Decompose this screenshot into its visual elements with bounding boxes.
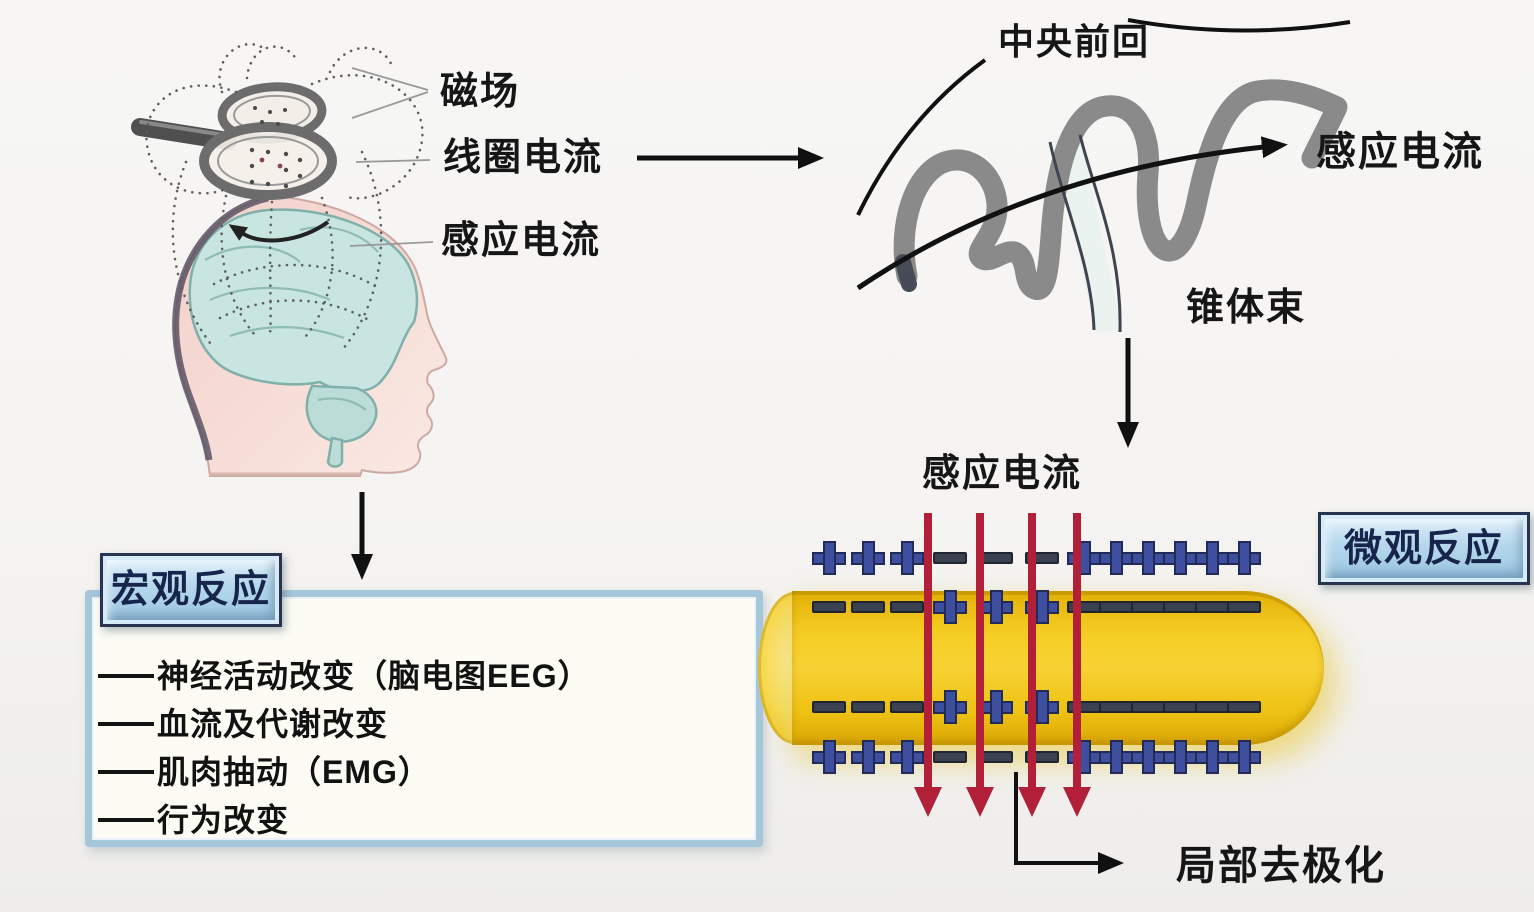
precentral-gyrus-label: 中央前回 bbox=[998, 21, 1151, 62]
plus-charge bbox=[1197, 543, 1227, 573]
minus-charge bbox=[812, 601, 846, 613]
plus-charge bbox=[892, 543, 922, 573]
plus-charge bbox=[853, 742, 883, 772]
plus-charge bbox=[1101, 742, 1131, 772]
macro-item: 肌肉抽动（EMG） bbox=[98, 748, 591, 796]
minus-charge bbox=[812, 701, 846, 713]
plus-charge bbox=[853, 543, 883, 573]
pyramidal-tract-label: 锥体束 bbox=[1186, 287, 1307, 329]
plus-charge bbox=[1027, 592, 1057, 622]
plus-charge bbox=[1197, 742, 1227, 772]
coil-current-label: 线圈电流 bbox=[443, 137, 604, 179]
induced-current-cortex-label: 感应电流 bbox=[1316, 130, 1484, 174]
macro-item: 神经活动改变（脑电图EEG） bbox=[98, 652, 591, 700]
plus-charge bbox=[1133, 742, 1163, 772]
plus-charge bbox=[1133, 543, 1163, 573]
macro-item-label: 神经活动改变（脑电图EEG） bbox=[157, 658, 591, 694]
plus-charge bbox=[1069, 543, 1099, 573]
macro-item-label: 行为改变 bbox=[157, 802, 290, 838]
macro-item: 行为改变 bbox=[98, 796, 591, 844]
minus-charge bbox=[890, 601, 924, 613]
local-depolarization-label: 局部去极化 bbox=[1176, 844, 1386, 888]
minus-charge bbox=[1227, 601, 1261, 613]
micro-response-badge: 微观反应 bbox=[1318, 512, 1530, 585]
plus-charge bbox=[1165, 742, 1195, 772]
minus-charge bbox=[890, 701, 924, 713]
plus-charge bbox=[1069, 742, 1099, 772]
plus-charge bbox=[1229, 543, 1259, 573]
plus-charge bbox=[814, 543, 844, 573]
item-dash bbox=[98, 818, 154, 822]
item-dash bbox=[98, 770, 154, 774]
plus-charge bbox=[1027, 692, 1057, 722]
macro-response-badge: 宏观反应 bbox=[100, 553, 282, 627]
magnetic-field-label: 磁场 bbox=[440, 71, 521, 113]
plus-charge bbox=[892, 742, 922, 772]
minus-charge bbox=[933, 552, 967, 564]
plus-charge bbox=[981, 692, 1011, 722]
minus-charge bbox=[851, 601, 885, 613]
macro-response-list: 神经活动改变（脑电图EEG） 血流及代谢改变肌肉抽动（EMG） 行为改变 bbox=[98, 652, 591, 844]
induced-current-axon-label: 感应电流 bbox=[922, 453, 1083, 495]
plus-charge bbox=[1165, 543, 1195, 573]
macro-response-box bbox=[85, 590, 763, 847]
macro-item: 血流及代谢改变 bbox=[98, 700, 591, 748]
macro-item-label: 血流及代谢改变 bbox=[157, 706, 389, 742]
plus-charge bbox=[814, 742, 844, 772]
plus-charge bbox=[1229, 742, 1259, 772]
plus-charge bbox=[935, 692, 965, 722]
plus-charge bbox=[935, 592, 965, 622]
item-dash bbox=[98, 722, 154, 726]
plus-charge bbox=[981, 592, 1011, 622]
minus-charge bbox=[851, 701, 885, 713]
axon-cylinder bbox=[792, 591, 1324, 745]
minus-charge bbox=[933, 751, 967, 763]
induced-current-head-label: 感应电流 bbox=[441, 220, 602, 262]
macro-item-label: 肌肉抽动（EMG） bbox=[157, 754, 431, 790]
minus-charge bbox=[1227, 701, 1261, 713]
item-dash bbox=[98, 674, 154, 678]
plus-charge bbox=[1101, 543, 1131, 573]
